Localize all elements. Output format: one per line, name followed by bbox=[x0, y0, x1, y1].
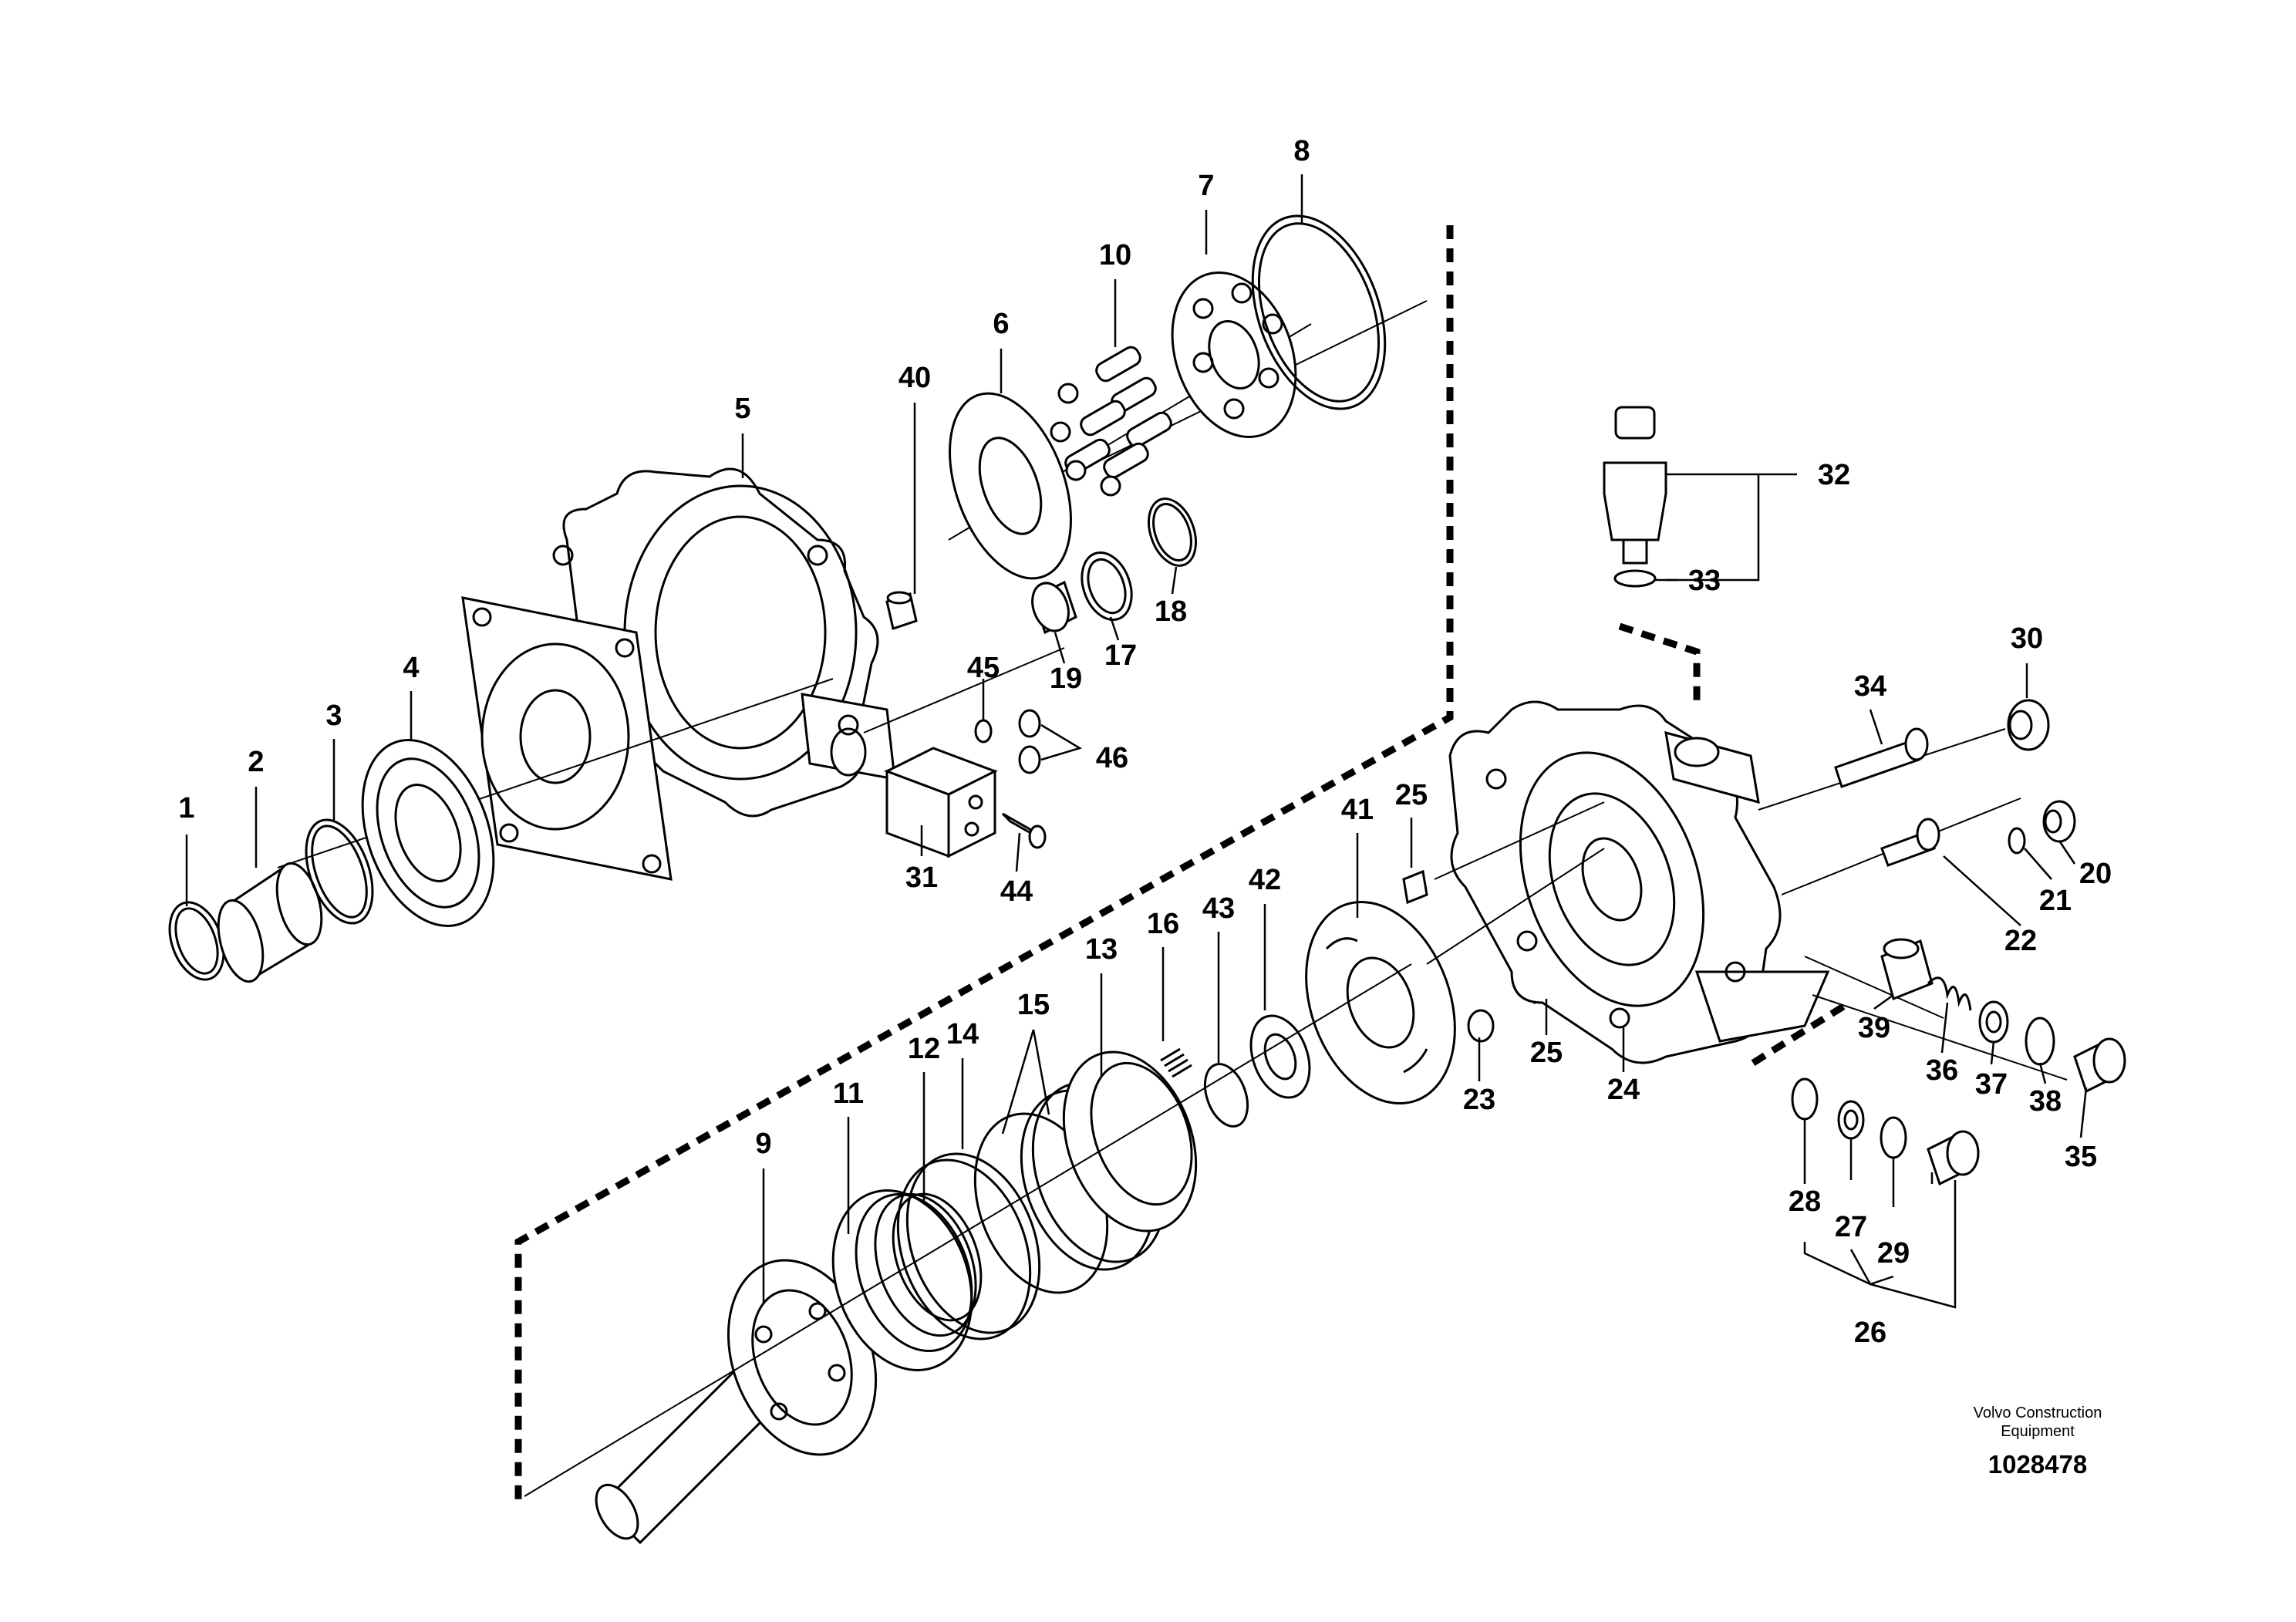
label-24: 24 bbox=[1607, 1074, 1640, 1106]
part-13-brake-piston bbox=[1062, 1050, 1198, 1233]
part-labels: 1 2 3 4 5 6 7 8 9 10 11 12 13 14 15 16 1… bbox=[178, 135, 2112, 1349]
part-43-snap-ring bbox=[1203, 1063, 1249, 1128]
part-39-sleeve bbox=[1880, 938, 1934, 1001]
label-21: 21 bbox=[2039, 885, 2072, 917]
label-25-lower: 25 bbox=[1530, 1037, 1563, 1069]
part-36-spring bbox=[1927, 976, 1972, 1011]
label-23: 23 bbox=[1463, 1084, 1495, 1116]
part-23-plug bbox=[1467, 1009, 1495, 1043]
part-33-o-ring bbox=[1613, 569, 1657, 588]
label-42: 42 bbox=[1249, 864, 1281, 896]
part-21-o-ring bbox=[2008, 827, 2026, 855]
label-30: 30 bbox=[2011, 622, 2043, 655]
label-8: 8 bbox=[1293, 135, 1310, 167]
part-29-o-ring bbox=[1880, 1116, 1907, 1159]
part-9-drive-shaft bbox=[595, 1259, 878, 1545]
label-14: 14 bbox=[946, 1018, 979, 1050]
label-19: 19 bbox=[1050, 663, 1082, 695]
label-36: 36 bbox=[1926, 1054, 1958, 1087]
dashed-boundary bbox=[514, 225, 1846, 1504]
part-20-plug bbox=[2042, 800, 2076, 843]
label-1: 1 bbox=[178, 792, 194, 824]
label-25-upper: 25 bbox=[1395, 779, 1428, 811]
label-2: 2 bbox=[248, 746, 264, 778]
label-34: 34 bbox=[1854, 670, 1886, 703]
label-11: 11 bbox=[833, 1077, 864, 1110]
label-40: 40 bbox=[899, 362, 931, 394]
credit-block: Volvo Construction Equipment 1028478 bbox=[1974, 1404, 2102, 1479]
label-29: 29 bbox=[1877, 1237, 1910, 1270]
part-3-o-ring bbox=[305, 818, 374, 925]
label-10: 10 bbox=[1099, 239, 1131, 271]
part-40-pin bbox=[885, 591, 918, 630]
part-27-washer bbox=[1837, 1100, 1865, 1140]
label-31: 31 bbox=[905, 862, 938, 894]
label-9: 9 bbox=[755, 1128, 771, 1160]
label-12: 12 bbox=[908, 1033, 940, 1065]
label-43: 43 bbox=[1202, 892, 1235, 925]
label-17: 17 bbox=[1104, 639, 1137, 672]
credit-line-2: Equipment bbox=[2001, 1423, 2075, 1440]
part-12-friction-plates bbox=[896, 1152, 1041, 1340]
label-13: 13 bbox=[1085, 933, 1118, 966]
axis-lines-lower bbox=[524, 728, 2068, 1497]
part-10-pistons bbox=[1050, 346, 1172, 497]
label-18: 18 bbox=[1155, 595, 1187, 628]
part-45-o-ring bbox=[974, 719, 993, 744]
label-22: 22 bbox=[2004, 925, 2037, 957]
label-39: 39 bbox=[1858, 1012, 1890, 1044]
part-2-bushing bbox=[217, 862, 323, 983]
mounting-flange bbox=[461, 596, 673, 881]
label-46: 46 bbox=[1096, 742, 1128, 774]
part-24-rear-cover bbox=[1448, 700, 1830, 1064]
part-26-plug bbox=[1927, 1130, 1980, 1186]
part-42-bearing bbox=[1249, 1014, 1311, 1099]
label-3: 3 bbox=[325, 700, 342, 732]
label-32: 32 bbox=[1818, 459, 1850, 491]
part-19-bushing bbox=[1031, 580, 1077, 635]
part-16-spring bbox=[1160, 1047, 1192, 1078]
part-41-valve-plate bbox=[1305, 900, 1456, 1105]
label-7: 7 bbox=[1198, 170, 1214, 202]
label-41: 41 bbox=[1341, 794, 1374, 826]
part-22-bolt bbox=[1880, 818, 1940, 867]
part-35-plug bbox=[2073, 1037, 2126, 1094]
part-18-snap-ring bbox=[1148, 497, 1197, 567]
label-44: 44 bbox=[1000, 875, 1033, 908]
label-26: 26 bbox=[1854, 1317, 1886, 1349]
part-6-thrust-plate bbox=[949, 392, 1072, 580]
label-37: 37 bbox=[1975, 1068, 2008, 1101]
part-4-bearing bbox=[361, 739, 495, 927]
part-38-o-ring bbox=[2025, 1017, 2055, 1066]
part-28-o-ring bbox=[1791, 1077, 1819, 1121]
part-8-retaining-ring bbox=[1251, 214, 1387, 410]
part-11-spring-pack bbox=[831, 1189, 983, 1371]
label-33: 33 bbox=[1688, 565, 1721, 597]
label-4: 4 bbox=[403, 652, 419, 684]
leader-lines bbox=[185, 174, 2088, 1309]
part-17-seal bbox=[1081, 551, 1133, 622]
part-34-bolt bbox=[1834, 727, 1929, 788]
part-46-o-rings bbox=[1018, 709, 1041, 774]
label-5: 5 bbox=[734, 393, 750, 425]
part-30-plug bbox=[2007, 699, 2050, 751]
part-44-bolt bbox=[1001, 812, 1047, 849]
label-15: 15 bbox=[1017, 989, 1050, 1021]
document-number: 1028478 bbox=[1988, 1450, 2087, 1479]
part-32-relief-valve bbox=[1603, 406, 1667, 565]
label-38: 38 bbox=[2029, 1085, 2062, 1118]
label-28: 28 bbox=[1789, 1185, 1821, 1218]
label-27: 27 bbox=[1835, 1211, 1867, 1243]
label-35: 35 bbox=[2065, 1141, 2097, 1173]
part-31-valve-block bbox=[884, 747, 998, 858]
credit-line-1: Volvo Construction bbox=[1974, 1404, 2102, 1421]
label-6: 6 bbox=[993, 308, 1009, 340]
label-20: 20 bbox=[2079, 858, 2112, 890]
label-16: 16 bbox=[1147, 908, 1179, 940]
part-37-washer bbox=[1978, 1000, 2009, 1044]
label-45: 45 bbox=[967, 652, 1000, 684]
part-7-retainer-plate bbox=[1171, 271, 1297, 439]
